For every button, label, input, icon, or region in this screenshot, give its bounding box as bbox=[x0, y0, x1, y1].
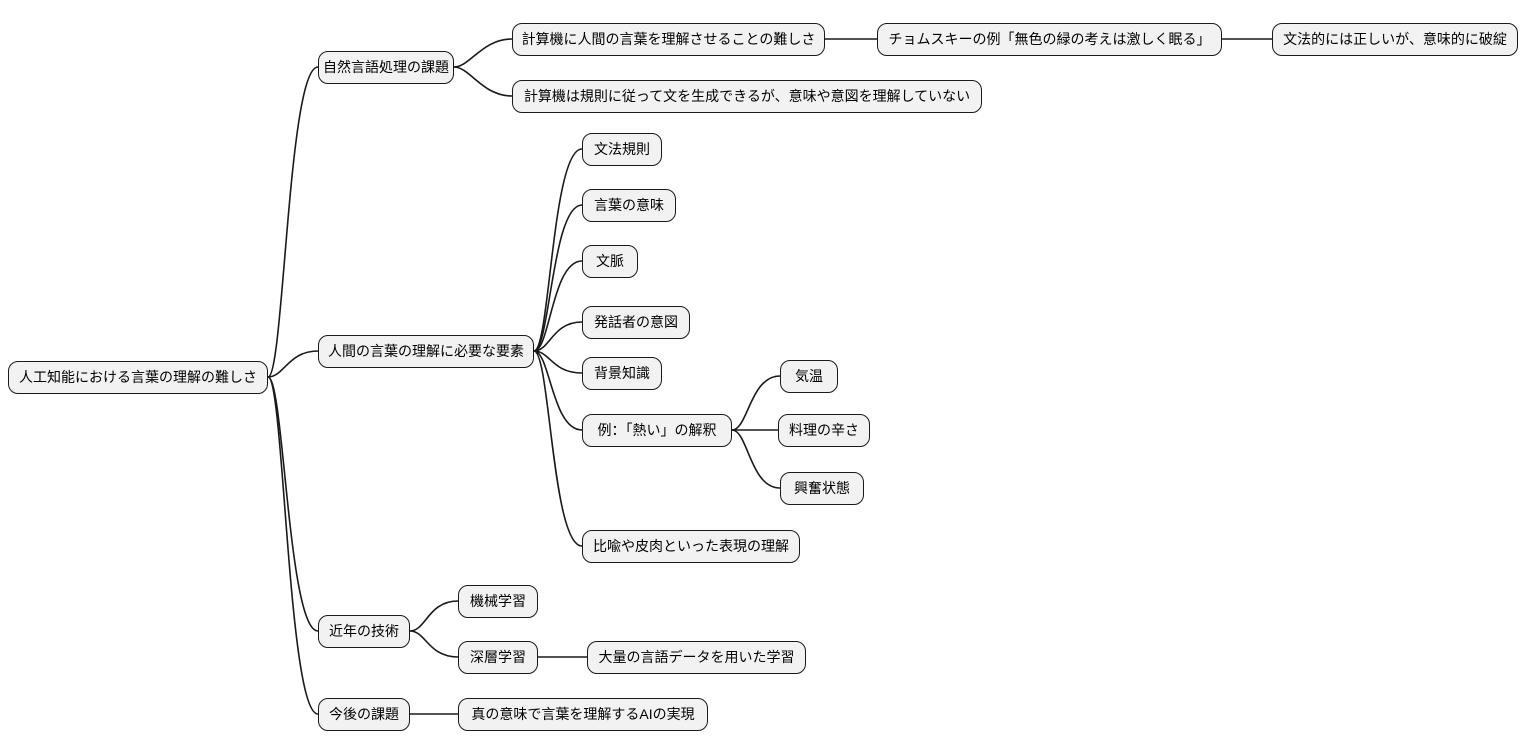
mindmap-edge-nlp-challenges--computers-generate-without-understanding bbox=[453, 66, 513, 97]
mindmap-edge-elements-for-understanding-human-language--grammar-rules bbox=[533, 148, 583, 352]
mindmap-edge-elements-for-understanding-human-language--speaker-intent bbox=[533, 321, 583, 352]
mindmap-node-grammatically-correct-semantically-broken: 文法的には正しいが、意味的に破綻 bbox=[1272, 22, 1518, 56]
mindmap-node-nlp-challenges: 自然言語処理の課題 bbox=[318, 50, 454, 84]
mindmap-node-excited-state: 興奮状態 bbox=[780, 471, 864, 505]
mindmap-edge-ai-language-understanding-difficulty--elements-for-understanding-human-language bbox=[267, 350, 319, 378]
mindmap-node-metaphor-sarcasm-understanding: 比喩や皮肉といった表現の理解 bbox=[582, 529, 800, 563]
mindmap-edge-nlp-challenges--difficulty-making-computers-understand bbox=[453, 38, 513, 68]
mindmap-node-deep-learning: 深層学習 bbox=[458, 640, 538, 674]
mindmap-node-air-temperature: 気温 bbox=[780, 359, 838, 393]
mindmap-edge-elements-for-understanding-human-language--context bbox=[533, 260, 583, 352]
mindmap-node-chomsky-example: チョムスキーの例「無色の緑の考えは激しく眠る」 bbox=[877, 22, 1222, 56]
mindmap-node-atsui-interpretation-example: 例：「熱い」の解釈 bbox=[582, 413, 732, 447]
mindmap-edge-ai-language-understanding-difficulty--recent-technology bbox=[267, 376, 319, 632]
mindmap-edge-recent-technology--machine-learning bbox=[409, 600, 459, 632]
mindmap-node-word-meaning: 言葉の意味 bbox=[582, 188, 676, 222]
mindmap-edge-ai-language-understanding-difficulty--future-challenges bbox=[267, 376, 319, 715]
mindmap-node-background-knowledge: 背景知識 bbox=[582, 356, 662, 390]
mindmap-edge-elements-for-understanding-human-language--metaphor-sarcasm-understanding bbox=[533, 350, 583, 547]
mindmap-edge-elements-for-understanding-human-language--atsui-interpretation-example bbox=[533, 350, 583, 431]
mindmap-edge-atsui-interpretation-example--air-temperature bbox=[731, 375, 781, 431]
mindmap-node-computers-generate-without-understanding: 計算機は規則に従って文を生成できるが、意味や意図を理解していない bbox=[512, 79, 982, 113]
mindmap-node-difficulty-making-computers-understand: 計算機に人間の言葉を理解させることの難しさ bbox=[512, 22, 825, 56]
mindmap-node-food-spiciness: 料理の辛さ bbox=[778, 413, 870, 447]
mindmap-node-recent-technology: 近年の技術 bbox=[318, 614, 410, 648]
mindmap-node-future-challenges: 今後の課題 bbox=[318, 697, 410, 731]
mindmap-node-large-language-data-learning: 大量の言語データを用いた学習 bbox=[587, 640, 806, 674]
mindmap-node-speaker-intent: 発話者の意図 bbox=[582, 305, 690, 339]
mindmap-edge-elements-for-understanding-human-language--word-meaning bbox=[533, 204, 583, 352]
mindmap-edge-atsui-interpretation-example--excited-state bbox=[731, 429, 781, 489]
mindmap-node-grammar-rules: 文法規則 bbox=[582, 132, 662, 166]
mindmap-edge-elements-for-understanding-human-language--background-knowledge bbox=[533, 350, 583, 374]
mindmap-node-true-language-understanding-ai: 真の意味で言葉を理解するAIの実現 bbox=[458, 697, 708, 731]
mindmap-node-context: 文脈 bbox=[582, 244, 638, 278]
mindmap-node-machine-learning: 機械学習 bbox=[458, 584, 538, 618]
mindmap-edge-recent-technology--deep-learning bbox=[409, 630, 459, 658]
mindmap-node-ai-language-understanding-difficulty: 人工知能における言葉の理解の難しさ bbox=[8, 360, 268, 394]
mindmap-edge-ai-language-understanding-difficulty--nlp-challenges bbox=[267, 66, 319, 378]
mindmap-node-elements-for-understanding-human-language: 人間の言葉の理解に必要な要素 bbox=[318, 334, 534, 368]
